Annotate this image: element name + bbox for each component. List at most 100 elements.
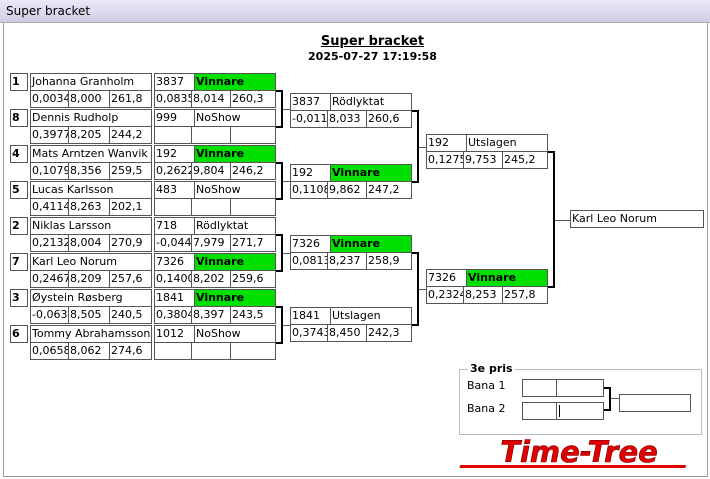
heat1-status-3-cell: Vinnare bbox=[194, 145, 276, 163]
racer-name-2: Dennis Rudholp bbox=[32, 111, 119, 124]
seed-6-cell: 7 bbox=[10, 253, 28, 271]
seed-7: 3 bbox=[12, 291, 20, 304]
heat2-2-et-cell: 9,862 bbox=[327, 181, 367, 199]
racer-name-5-cell: Niklas Larsson bbox=[30, 217, 152, 235]
racer-et-3: 8,356 bbox=[70, 164, 102, 177]
racer-reaction-3-cell: 0,1079 bbox=[30, 162, 71, 180]
heat1-status-4: NoShow bbox=[196, 183, 241, 196]
heat1-number-2-cell: 999 bbox=[154, 109, 196, 127]
heat1-speed-7-cell: 243,5 bbox=[230, 306, 276, 324]
heat1-number-5: 718 bbox=[156, 219, 177, 232]
third-prize-title: 3e pris bbox=[468, 361, 515, 377]
racer-name-2-cell: Dennis Rudholp bbox=[30, 109, 152, 127]
heat2-4-et-cell: 8,450 bbox=[327, 324, 367, 342]
third-prize-connector bbox=[604, 387, 611, 411]
racer-reaction-4: 0,4114 bbox=[32, 200, 71, 213]
racer-et-4: 8,263 bbox=[70, 200, 102, 213]
racer-et-2: 8,205 bbox=[70, 128, 102, 141]
heat1-number-6-cell: 7326 bbox=[154, 253, 196, 271]
racer-et-4-cell: 8,263 bbox=[68, 198, 110, 216]
heat3-2-et-cell: 8,253 bbox=[463, 286, 503, 304]
heat1-reaction-6: 0,1400 bbox=[156, 272, 195, 285]
heat1-number-2: 999 bbox=[156, 111, 177, 124]
heat2-1-et-cell: 8,033 bbox=[327, 110, 367, 128]
racer-et-2-cell: 8,205 bbox=[68, 126, 110, 144]
connector-r1-stub-3 bbox=[283, 253, 290, 254]
racer-speed-3-cell: 259,5 bbox=[109, 162, 152, 180]
racer-reaction-3: 0,1079 bbox=[32, 164, 71, 177]
page-title: Super bracket bbox=[320, 34, 425, 49]
heat3-2-number-cell: 7326 bbox=[426, 269, 468, 287]
heat3-2-status: Vinnare bbox=[468, 271, 517, 284]
racer-reaction-7-cell: -0,0633 bbox=[30, 306, 74, 324]
racer-et-5-cell: 8,004 bbox=[68, 234, 110, 252]
racer-reaction-5: 0,2132 bbox=[32, 236, 71, 249]
seed-2: 8 bbox=[12, 111, 20, 124]
heat1-speed-6-cell: 259,6 bbox=[230, 270, 276, 288]
heat3-2-number: 7326 bbox=[428, 271, 456, 284]
racer-reaction-1: 0,0034 bbox=[32, 92, 71, 105]
heat1-et-7-cell: 8,397 bbox=[191, 306, 231, 324]
racer-reaction-2: 0,3977 bbox=[32, 128, 71, 141]
heat1-speed-4-cell bbox=[230, 198, 276, 216]
racer-name-5: Niklas Larsson bbox=[32, 219, 112, 232]
heat2-4-number: 1841 bbox=[292, 309, 320, 322]
racer-reaction-6: 0,2467 bbox=[32, 272, 71, 285]
racer-reaction-1-cell: 0,0034 bbox=[30, 90, 71, 108]
heat3-1-speed: 245,2 bbox=[504, 153, 536, 166]
heat1-et-6-cell: 8,202 bbox=[191, 270, 231, 288]
heat3-1-et-cell: 9,753 bbox=[463, 151, 503, 169]
lane2-field-a[interactable] bbox=[522, 402, 557, 420]
racer-speed-4-cell: 202,1 bbox=[109, 198, 152, 216]
date-time: 2025-07-27 17:19:58 bbox=[308, 50, 437, 63]
heat1-status-7: Vinnare bbox=[196, 291, 245, 304]
racer-speed-2-cell: 244,2 bbox=[109, 126, 152, 144]
heat2-2-status: Vinnare bbox=[332, 166, 381, 179]
heat2-4-status-cell: Utslagen bbox=[330, 307, 412, 325]
heat2-2-speed: 247,2 bbox=[368, 183, 400, 196]
racer-name-7: Øystein Røsberg bbox=[32, 291, 123, 304]
third-prize-result[interactable] bbox=[619, 394, 691, 412]
heat1-reaction-1-cell: 0,0835 bbox=[154, 90, 195, 108]
heat1-reaction-3: 0,2622 bbox=[156, 164, 195, 177]
heat1-status-1-cell: Vinnare bbox=[194, 73, 276, 91]
seed-1: 1 bbox=[12, 75, 20, 88]
seed-5: 2 bbox=[12, 219, 20, 232]
window-title: Super bracket bbox=[6, 4, 91, 18]
heat1-status-8-cell: NoShow bbox=[194, 325, 276, 343]
racer-et-7: 8,505 bbox=[70, 308, 102, 321]
lane1-field-b[interactable] bbox=[556, 379, 604, 397]
heat3-1-status: Utslagen bbox=[468, 136, 517, 149]
racer-name-4-cell: Lucas Karlsson bbox=[30, 181, 152, 199]
seed-8: 6 bbox=[12, 327, 20, 340]
heat1-status-4-cell: NoShow bbox=[194, 181, 276, 199]
lane2-field-b[interactable] bbox=[556, 402, 604, 420]
heat1-number-7: 1841 bbox=[156, 291, 184, 304]
seed-6: 7 bbox=[12, 255, 20, 268]
seed-2-cell: 8 bbox=[10, 109, 28, 127]
racer-speed-5-cell: 270,9 bbox=[109, 234, 152, 252]
racer-speed-4: 202,1 bbox=[111, 200, 143, 213]
racer-speed-1: 261,8 bbox=[111, 92, 143, 105]
heat1-et-3-cell: 9,804 bbox=[191, 162, 231, 180]
racer-name-1-cell: Johanna Granholm bbox=[30, 73, 152, 91]
heat1-speed-5-cell: 271,7 bbox=[230, 234, 276, 252]
racer-name-8: Tommy Abrahamsson bbox=[32, 327, 151, 340]
heat2-1-reaction-cell: -0,0114 bbox=[290, 110, 334, 128]
racer-et-8: 8,062 bbox=[70, 344, 102, 357]
connector-r2-2 bbox=[412, 252, 419, 326]
heat2-2-speed-cell: 247,2 bbox=[366, 181, 412, 199]
heat1-et-5: 7,979 bbox=[193, 236, 225, 249]
heat1-et-1-cell: 8,014 bbox=[191, 90, 231, 108]
lane1-field-a[interactable] bbox=[522, 379, 557, 397]
third-prize-line bbox=[611, 398, 619, 399]
racer-et-6: 8,209 bbox=[70, 272, 102, 285]
heat1-number-1-cell: 3837 bbox=[154, 73, 196, 91]
heat1-et-3: 9,804 bbox=[193, 164, 225, 177]
heat2-3-reaction-cell: 0,0813 bbox=[290, 252, 331, 270]
heat2-2-number-cell: 192 bbox=[290, 164, 332, 182]
heat1-number-4-cell: 483 bbox=[154, 181, 196, 199]
title-bar[interactable]: Super bracket bbox=[0, 0, 710, 23]
heat1-et-1: 8,014 bbox=[193, 92, 225, 105]
racer-reaction-7: -0,0633 bbox=[32, 308, 75, 321]
